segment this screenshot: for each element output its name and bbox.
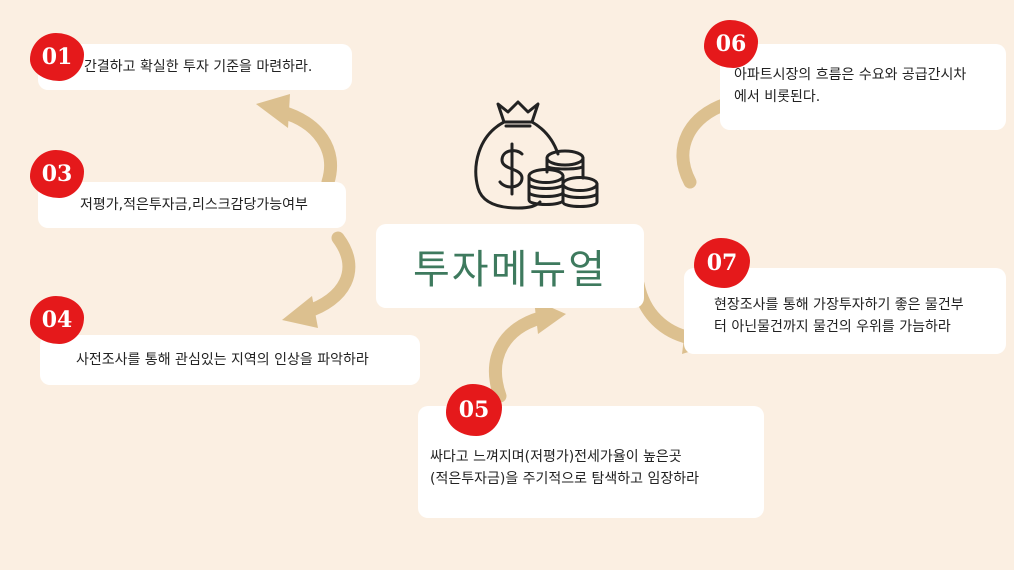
step-badge-07: 07: [694, 238, 750, 288]
step-05-line-1: 싸다고 느껴지며(저평가)전세가율이 높은곳: [430, 449, 682, 465]
step-card-04: 사전조사를 통해 관심있는 지역의 인상을 파악하라: [40, 335, 420, 385]
step-01-line-1: 간결하고 확실한 투자 기준을 마련하라.: [84, 59, 313, 75]
step-06-line-1: 아파트시장의 흐름은 수요와 공급간시차: [734, 67, 967, 83]
arrow-05-to-title: [489, 300, 566, 403]
step-03-line-1: 저평가,적은투자금,리스크감당가능여부: [80, 197, 308, 213]
step-card-01: 간결하고 확실한 투자 기준을 마련하라.: [38, 44, 352, 90]
step-card-07: 현장조사를 통해 가장투자하기 좋은 물건부 터 아닌물건까지 물건의 우위를 …: [684, 268, 1006, 354]
step-04-line-1: 사전조사를 통해 관심있는 지역의 인상을 파악하라: [76, 352, 369, 368]
step-07-line-1: 현장조사를 통해 가장투자하기 좋은 물건부: [714, 297, 964, 313]
step-badge-03: 03: [30, 150, 84, 198]
step-badge-01: 01: [30, 33, 84, 81]
step-badge-05: 05: [446, 384, 502, 436]
page-title: 투자메뉴얼: [413, 247, 607, 293]
step-badge-06: 06: [704, 20, 758, 68]
step-07-line-2: 터 아닌물건까지 물건의 우위를 가늠하라: [714, 319, 951, 336]
title-card: 투자메뉴얼: [376, 224, 644, 308]
step-badge-04: 04: [30, 296, 84, 344]
money-bag-coins-icon: [474, 100, 599, 210]
step-06-line-2: 에서 비롯된다.: [734, 89, 821, 106]
arrow-03-to-04: [282, 231, 356, 328]
step-card-06: 아파트시장의 흐름은 수요와 공급간시차 에서 비롯된다.: [720, 44, 1006, 130]
step-05-line-2: (적은투자금)을 주기적으로 탐색하고 임장하라: [430, 471, 699, 488]
arrow-03-to-01: [256, 94, 338, 189]
step-card-03: 저평가,적은투자금,리스크감당가능여부: [38, 182, 346, 228]
